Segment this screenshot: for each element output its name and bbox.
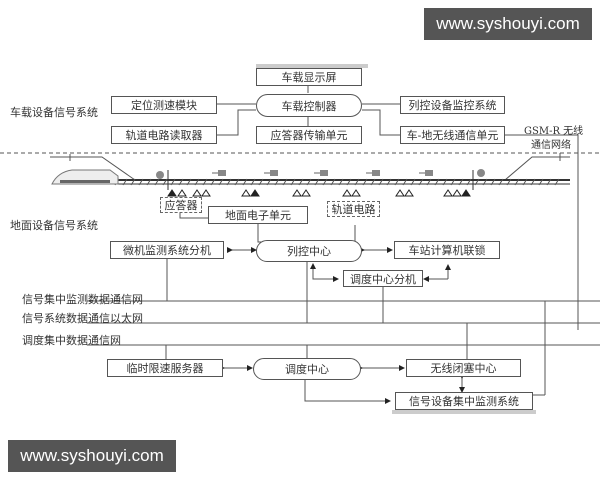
positioning-module-box: 定位测速模块 [111, 96, 217, 114]
network-label-dispatch: 调度集中数据通信网 [22, 334, 121, 347]
microcomputer-monitor-box: 微机监测系统分机 [110, 241, 224, 259]
train-control-center-box: 列控中心 [256, 240, 362, 262]
balise-transmission-box: 应答器传输单元 [256, 126, 362, 144]
track-circuit-box: 轨道电路 [327, 201, 380, 217]
watermark-top: www.syshouyi.com [424, 8, 592, 40]
signal-icon [156, 171, 164, 179]
signal-monitoring-system-box: 信号设备集中监测系统 [395, 392, 533, 410]
gsmr-label-line1: GSM-R 无线 [524, 126, 584, 137]
monitoring-system-box: 列控设备监控系统 [400, 96, 505, 114]
section-label-ground: 地面设备信号系统 [10, 219, 98, 232]
ground-electronic-unit-box: 地面电子单元 [208, 206, 308, 224]
onboard-controller-box: 车载控制器 [256, 94, 362, 117]
dispatch-extension-box: 调度中心分机 [343, 270, 423, 287]
balise-box: 应答器 [160, 197, 202, 213]
network-label-signal-monitoring: 信号集中监测数据通信网 [22, 293, 143, 306]
wireless-unit-box: 车-地无线通信单元 [400, 126, 505, 144]
track-circuit-reader-box: 轨道电路读取器 [111, 126, 217, 144]
dispatch-center-box: 调度中心 [253, 358, 361, 380]
balise-icons [167, 189, 471, 197]
temp-speed-server-box: 临时限速服务器 [107, 359, 223, 377]
radio-block-center-box: 无线闭塞中心 [406, 359, 521, 377]
network-label-ethernet: 信号系统数据通信以太网 [22, 312, 143, 325]
gsmr-label-line2: 通信网络 [531, 140, 571, 151]
section-label-onboard: 车载设备信号系统 [10, 106, 98, 119]
watermark-bottom: www.syshouyi.com [8, 440, 176, 472]
station-interlocking-box: 车站计算机联锁 [394, 241, 500, 259]
railway-track [51, 169, 570, 197]
onboard-display-box: 车载显示屏 [256, 68, 362, 86]
